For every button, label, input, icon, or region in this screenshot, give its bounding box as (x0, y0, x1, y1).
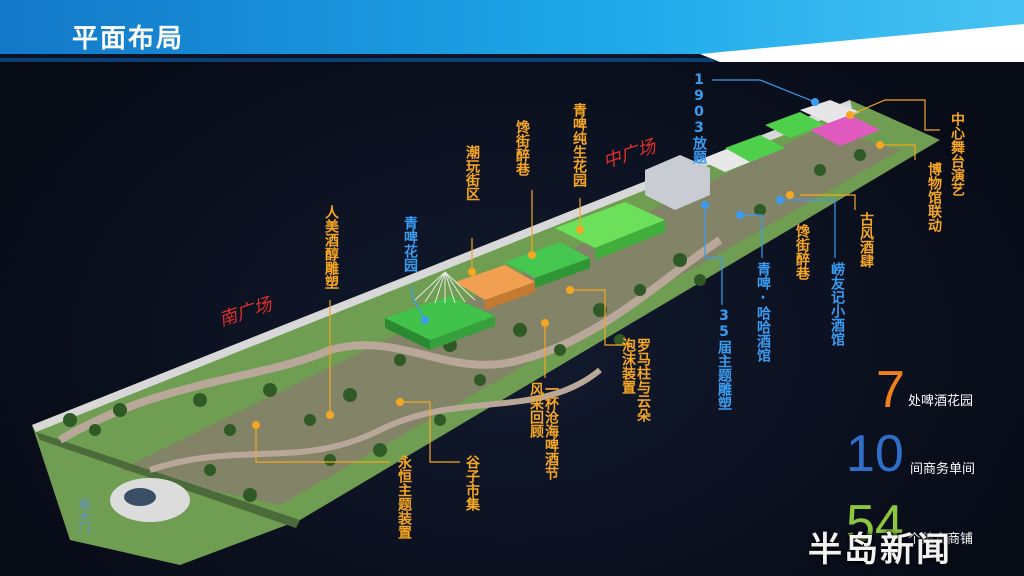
park-side (36, 432, 300, 528)
hall-building (645, 155, 710, 210)
label-center-stage: 中心舞台演艺 (949, 112, 965, 196)
label-ancient-tavern: 古风酒肆 (858, 212, 874, 268)
watermark: 半岛新闻 (808, 530, 952, 570)
green-kiosk-2 (765, 112, 825, 138)
label-laoyouji: 崂友记小酒馆 (829, 262, 845, 346)
stat-number-food-shops: 54 (846, 495, 904, 553)
stat-number-business-rooms: 10 (846, 425, 904, 483)
trendy-block-tent (455, 265, 535, 300)
walking-path (57, 236, 723, 444)
label-cangai-retro: 一杯沧海啤酒节风采回顾 (528, 382, 559, 480)
label-movie-1903: 1903放题 (691, 72, 707, 164)
stat-number-beer-gardens: 7 (876, 361, 905, 419)
blue-leaders (411, 79, 836, 321)
label-trendy-block: 潮玩街区 (464, 145, 480, 201)
label-food-lane-left: 馋街醉巷 (514, 120, 530, 176)
page-title: 平面布局 (72, 24, 185, 54)
label-guzi-market: 谷子市集 (464, 455, 480, 511)
trees (63, 149, 866, 502)
beer-garden-tent (385, 296, 495, 340)
center-stage (810, 115, 880, 146)
label-haha-bar: 青啤·哈哈酒馆 (755, 262, 771, 362)
ferris-wheel (414, 271, 476, 304)
label-sculpture-35: 35届主题雕塑 (716, 308, 732, 410)
orange-markers (252, 111, 884, 429)
label-pure-draft-garden: 青啤纯生花园 (571, 103, 587, 187)
stat-text-food-shops: 个美食商铺 (908, 532, 974, 547)
blue-markers (421, 98, 819, 324)
label-food-lane-right: 馋街醉巷 (794, 224, 810, 280)
south-gate-label: 南大门 (77, 498, 91, 534)
label-museum: 博物馆联动 (926, 162, 942, 232)
header-bar: 平面布局 (0, 0, 1024, 62)
label-yongheng: 永恒主题装置 (396, 455, 412, 539)
label-beer-garden: 青啤花园 (402, 216, 418, 272)
pure-draft-garden-tent (555, 202, 665, 248)
label-beauty-sculpture: 人美酒醇雕塑 (323, 205, 339, 289)
food-lane-tent (505, 242, 590, 278)
header-background (0, 0, 1024, 62)
stat-text-business-rooms: 间商务单间 (910, 462, 976, 477)
orange-leaders (255, 99, 940, 463)
walking-path-2 (149, 367, 602, 473)
fountain (124, 488, 156, 506)
label-rome-pillar: 罗马柱与云朵泡沫装置 (620, 338, 651, 422)
green-kiosk-1 (725, 135, 785, 162)
stat-text-beer-gardens: 处啤酒花园 (908, 394, 974, 409)
